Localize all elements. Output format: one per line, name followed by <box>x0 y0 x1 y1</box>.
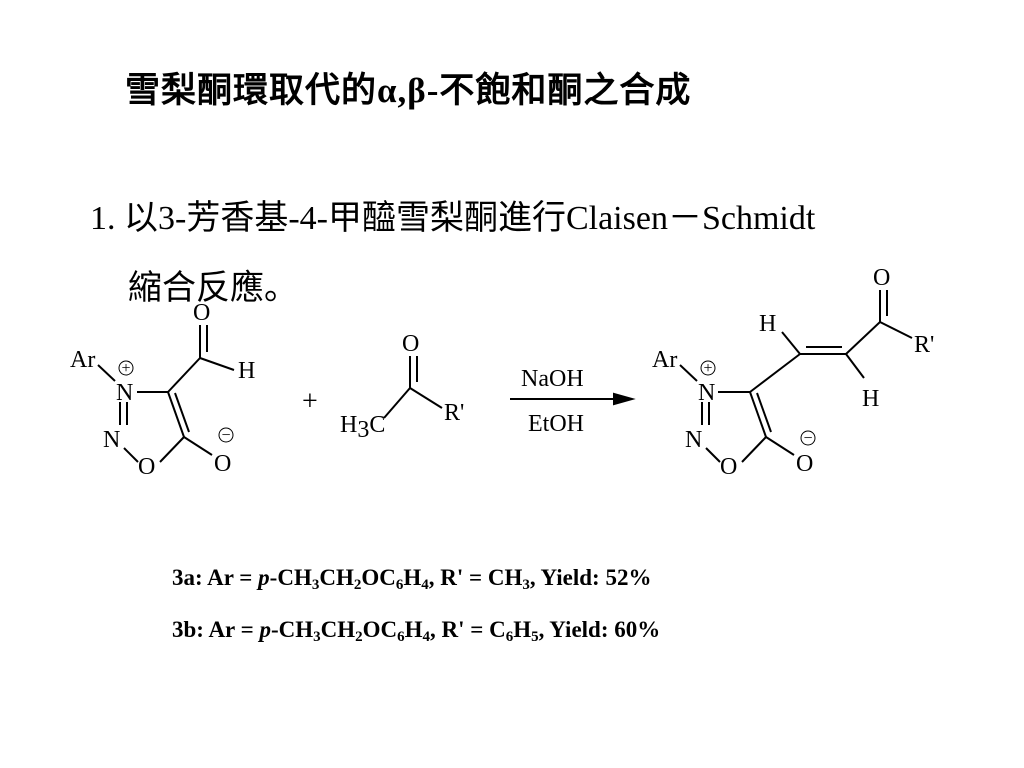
r-prime-label: R' <box>914 332 934 358</box>
yield-label: Yield: <box>540 565 600 590</box>
r-label: R' = <box>441 617 484 642</box>
bond <box>845 321 881 355</box>
positive-charge: + <box>121 360 130 377</box>
bullet-text: 以3-芳香基-4-甲醯雪梨酮進行Claisen－Schmidt <box>124 200 816 237</box>
reagent-base: NaOH <box>521 366 584 392</box>
bond <box>749 353 801 393</box>
positive-charge: + <box>703 360 712 377</box>
bond <box>705 447 721 463</box>
bond <box>97 364 116 382</box>
oxygen-ring: O <box>720 454 737 480</box>
ar-label: Ar = <box>207 565 253 590</box>
bullet-item: 1. 以3-芳香基-4-甲醯雪梨酮進行Claisen－Schmidt <box>90 190 815 239</box>
bond <box>174 392 190 433</box>
bond <box>409 387 443 409</box>
product-enone: Ar N N O O H H O R' + − <box>652 265 934 480</box>
bond <box>765 436 795 456</box>
bond <box>383 387 411 419</box>
plus-sign: + <box>302 386 318 417</box>
bond <box>741 436 767 463</box>
aryl-label: Ar <box>652 347 677 373</box>
positive-charge-circle <box>700 360 716 376</box>
yield-value: 60% <box>614 617 661 642</box>
negative-charge: − <box>803 430 812 447</box>
compound-3a-line: 3a: Ar = p-CH3CH2OC6H4, R' = CH3, Yield:… <box>172 565 652 593</box>
bond <box>199 357 235 371</box>
para-prefix: p <box>258 565 270 590</box>
negative-charge-circle <box>218 427 234 443</box>
positive-charge-circle <box>118 360 134 376</box>
oxygen-ring: O <box>138 454 155 480</box>
bond <box>749 391 767 438</box>
arrow-head <box>613 392 636 406</box>
bond <box>879 321 913 339</box>
oxygen-ketone: O <box>402 331 419 357</box>
r-prime-label: R' <box>444 400 464 426</box>
nitrogen-n3: N <box>116 380 133 406</box>
bond <box>123 447 139 463</box>
nitrogen-n3: N <box>698 380 715 406</box>
nitrogen-n2: N <box>103 427 120 453</box>
bond <box>781 331 801 355</box>
negative-charge-circle <box>800 430 816 446</box>
oxygen-exocyclic: O <box>796 451 813 477</box>
r-formula: C6H5 <box>489 617 539 645</box>
formula: -CH3CH2OC6H4 <box>269 565 429 593</box>
bond <box>756 392 772 433</box>
bullet-text-continuation: 縮合反應。 <box>128 270 298 307</box>
bullet-number: 1. <box>90 200 116 237</box>
bond <box>167 357 201 393</box>
methyl-group: H3C <box>340 412 385 443</box>
yield-value: 52% <box>605 565 652 590</box>
ar-formula: p-CH3CH2OC6H4 <box>259 617 431 645</box>
bond <box>845 353 865 379</box>
reactant-methyl-ketone: O H3C R' <box>340 331 464 443</box>
r-label: R' = <box>440 565 483 590</box>
yield-label: Yield: <box>549 617 609 642</box>
oxygen-exocyclic: O <box>214 451 231 477</box>
ar-label: Ar = <box>208 617 254 642</box>
ar-formula: p-CH3CH2OC6H4 <box>258 565 429 593</box>
reagent-solvent: EtOH <box>528 411 584 437</box>
r-formula: CH3 <box>487 565 530 593</box>
negative-charge: − <box>221 427 230 444</box>
bond <box>167 391 185 438</box>
bond <box>679 364 698 382</box>
formula: -CH3CH2OC6H4 <box>270 617 431 645</box>
reactant-sydnone-aldehyde: Ar N N O O O H + − <box>70 300 255 480</box>
compound-3b-line: 3b: Ar = p-CH3CH2OC6H4, R' = C6H5, Yield… <box>172 617 661 645</box>
bond <box>159 436 185 463</box>
hydrogen-aldehyde: H <box>238 358 255 384</box>
oxygen-aldehyde: O <box>193 300 210 326</box>
hydrogen-vinyl-top: H <box>759 311 776 337</box>
aryl-label: Ar <box>70 347 95 373</box>
hydrogen-vinyl-bottom: H <box>862 386 879 412</box>
bond <box>183 436 213 456</box>
oxygen-ketone: O <box>873 265 890 291</box>
nitrogen-n2: N <box>685 427 702 453</box>
compound-id: 3a: <box>172 565 203 590</box>
para-prefix: p <box>259 617 271 642</box>
reaction-arrow: NaOH EtOH <box>510 366 636 437</box>
compound-id: 3b: <box>172 617 204 642</box>
slide-title: 雪梨酮環取代的α,β-不飽和酮之合成 <box>125 71 692 110</box>
